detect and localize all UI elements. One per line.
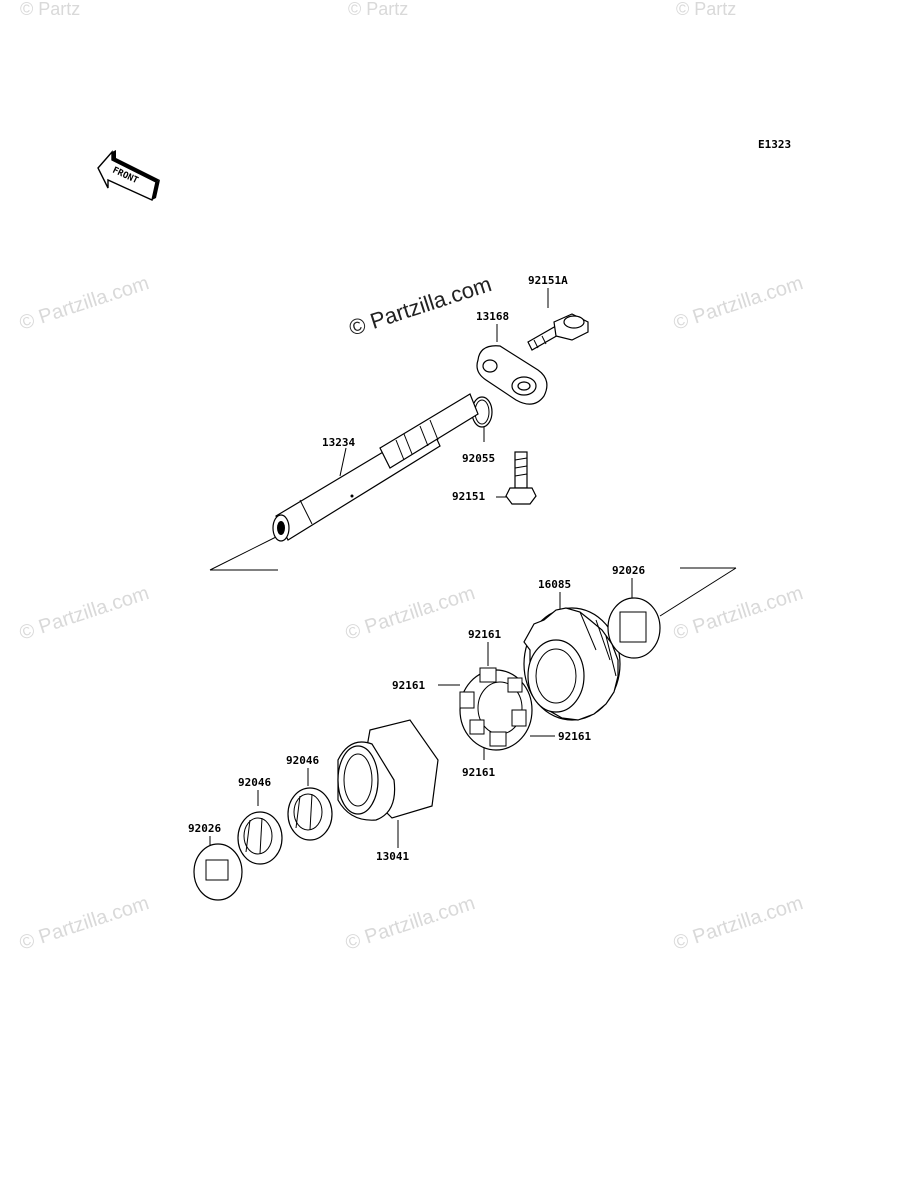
label-92046-left[interactable]: 92046: [238, 776, 271, 789]
label-92151a[interactable]: 92151A: [528, 274, 568, 287]
center-watermark: © Partzilla.com: [346, 271, 495, 341]
label-13168[interactable]: 13168: [476, 310, 509, 323]
bolt-92151: [505, 451, 537, 505]
watermark: © Partz: [676, 0, 736, 19]
lever-13168: [476, 345, 548, 405]
part-labels: 92151A 13168 92055 92151 13234 16085 920…: [188, 274, 645, 863]
dampers-92161: [459, 667, 533, 751]
shaft-13234: [272, 393, 479, 542]
label-92161-right[interactable]: 92161: [558, 730, 591, 743]
watermark: © Partzilla.com: [343, 892, 478, 955]
watermark: © Partzilla.com: [17, 272, 152, 335]
label-92161-left[interactable]: 92161: [392, 679, 425, 692]
bolt-92151a: [527, 313, 589, 351]
hub-13041: [337, 719, 439, 821]
label-13041[interactable]: 13041: [376, 850, 409, 863]
label-92151[interactable]: 92151: [452, 490, 485, 503]
gear-16085: [523, 607, 621, 721]
label-13234[interactable]: 13234: [322, 436, 355, 449]
diagram-code: E1323: [758, 138, 791, 151]
watermark: © Partz: [348, 0, 408, 19]
watermark: © Partz: [20, 0, 80, 19]
label-92046-right[interactable]: 92046: [286, 754, 319, 767]
label-92026-bottom[interactable]: 92026: [188, 822, 221, 835]
watermark: © Partzilla.com: [671, 582, 806, 645]
label-92161-top[interactable]: 92161: [468, 628, 501, 641]
watermark: © Partzilla.com: [671, 892, 806, 955]
washer-92026-bottom: [193, 843, 243, 901]
watermark: © Partzilla.com: [671, 272, 806, 335]
washer-92026-top: [607, 597, 661, 659]
watermark: © Partzilla.com: [17, 582, 152, 645]
label-16085[interactable]: 16085: [538, 578, 571, 591]
watermark: © Partzilla.com: [17, 892, 152, 955]
bearing-92046-left: [237, 811, 283, 865]
label-92026-top[interactable]: 92026: [612, 564, 645, 577]
front-arrow-icon: FRONT: [97, 150, 160, 201]
bearing-92046-right: [287, 787, 333, 841]
watermark: © Partzilla.com: [343, 582, 478, 645]
label-92161-bottom[interactable]: 92161: [462, 766, 495, 779]
label-92055[interactable]: 92055: [462, 452, 495, 465]
